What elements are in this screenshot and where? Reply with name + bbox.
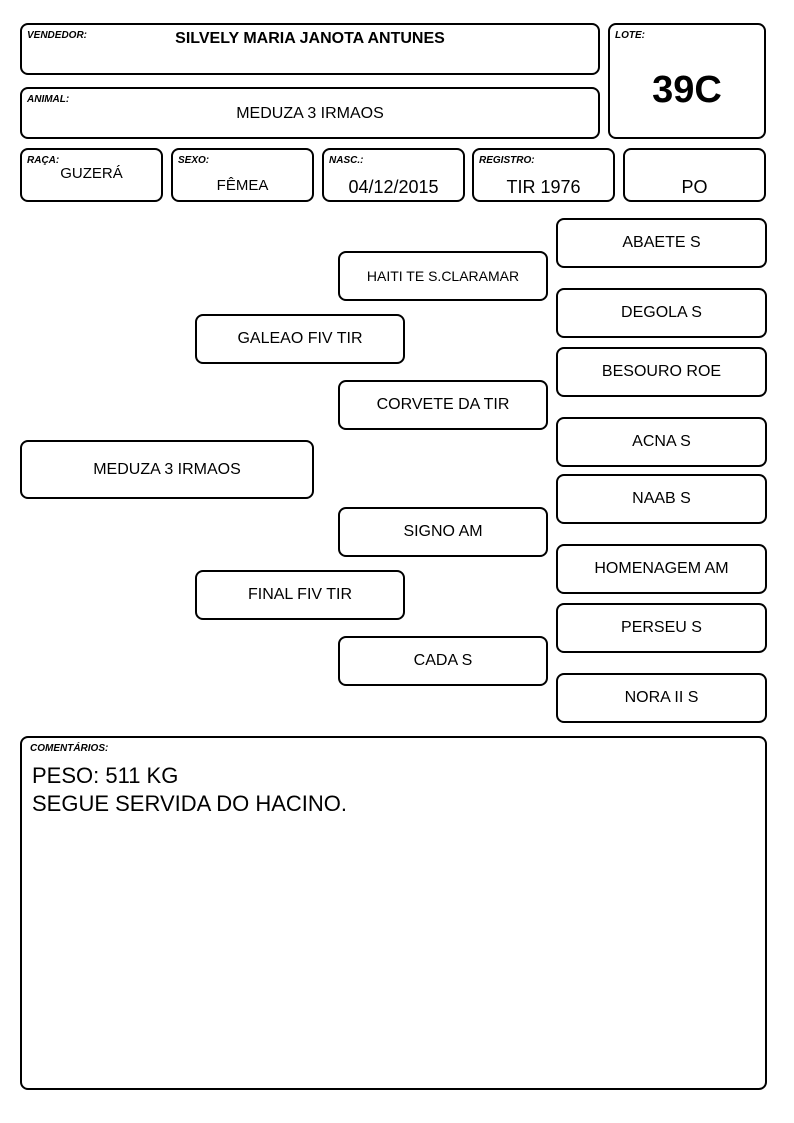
birth-box: NASC.: 04/12/2015 — [322, 148, 465, 202]
breed-value: GUZERÁ — [60, 165, 123, 182]
pedigree-ggp-7: PERSEU S — [556, 603, 767, 653]
animal-label: ANIMAL: — [27, 94, 70, 105]
lot-label: LOTE: — [615, 30, 645, 41]
pedigree-ggp-8: NORA II S — [556, 673, 767, 723]
comments-label: COMENTÁRIOS: — [30, 743, 109, 754]
seller-label: VENDEDOR: — [27, 30, 88, 41]
pedigree-ggp-3: BESOURO ROE — [556, 347, 767, 397]
pedigree-ggp-5: NAAB S — [556, 474, 767, 524]
birth-label: NASC.: — [329, 155, 364, 166]
pedigree-dam-sire: SIGNO AM — [338, 507, 548, 557]
comments-text: PESO: 511 KG SEGUE SERVIDA DO HACINO. — [32, 763, 348, 816]
pedigree-ggp-1: ABAETE S — [556, 218, 767, 268]
category-box: PO — [623, 148, 766, 202]
pedigree-ggp-4: ACNA S — [556, 417, 767, 467]
lot-number: 39C — [652, 69, 722, 111]
registry-box: REGISTRO: TIR 1976 — [472, 148, 615, 202]
animal-name: MEDUZA 3 IRMAOS — [236, 105, 384, 122]
pedigree-ggp-2: DEGOLA S — [556, 288, 767, 338]
registry-label: REGISTRO: — [479, 155, 535, 166]
pedigree-sire-sire: HAITI TE S.CLARAMAR — [338, 251, 548, 301]
pedigree-sire: GALEAO FIV TIR — [195, 314, 405, 364]
breed-label: RAÇA: — [27, 155, 60, 166]
pedigree-dam: FINAL FIV TIR — [195, 570, 405, 620]
pedigree-ggp-6: HOMENAGEM AM — [556, 544, 767, 594]
sex-value: FÊMEA — [216, 177, 269, 194]
animal-box: ANIMAL: MEDUZA 3 IRMAOS — [20, 87, 600, 139]
birth-date: 04/12/2015 — [348, 177, 439, 197]
seller-name: SILVELY MARIA JANOTA ANTUNES — [175, 30, 445, 47]
seller-box: VENDEDOR: SILVELY MARIA JANOTA ANTUNES — [20, 23, 600, 75]
category-value: PO — [681, 177, 708, 197]
sex-label: SEXO: — [178, 155, 210, 166]
sex-box: SEXO: FÊMEA — [171, 148, 314, 202]
pedigree-dam-dam: CADA S — [338, 636, 548, 686]
registry-value: TIR 1976 — [506, 177, 581, 197]
comments-box: COMENTÁRIOS: PESO: 511 KG SEGUE SERVIDA … — [20, 736, 767, 1090]
breed-box: RAÇA: GUZERÁ — [20, 148, 163, 202]
pedigree-animal: MEDUZA 3 IRMAOS — [20, 440, 314, 499]
lot-box: LOTE: 39C — [608, 23, 766, 139]
pedigree-sire-dam: CORVETE DA TIR — [338, 380, 548, 430]
